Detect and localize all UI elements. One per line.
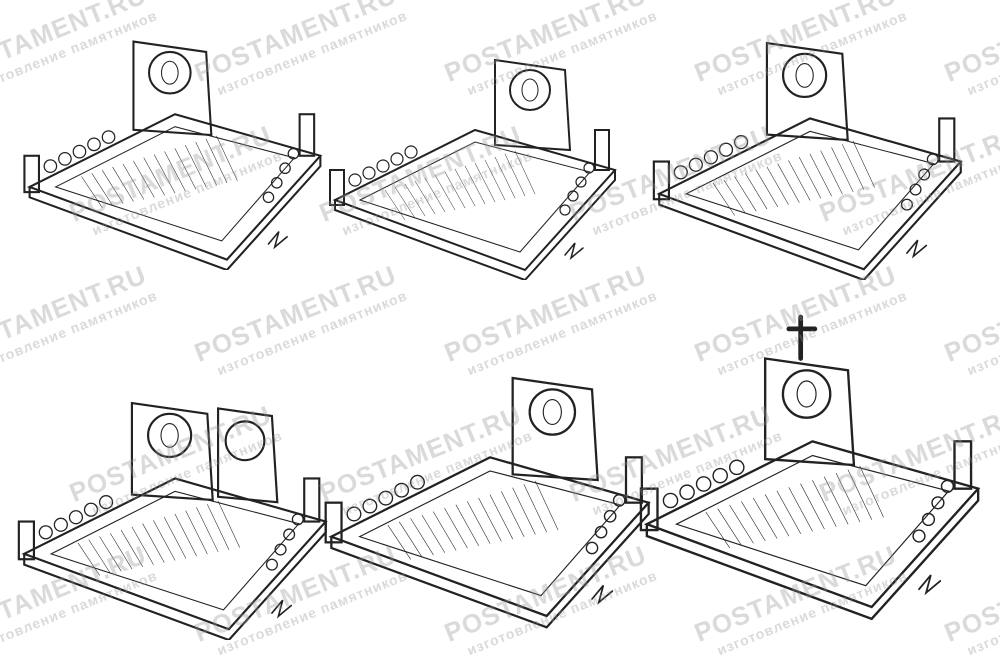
monument-design-3 xyxy=(625,0,995,282)
monument-design-4 xyxy=(10,360,340,642)
artist-signature xyxy=(267,231,288,250)
fence-post xyxy=(624,456,644,504)
stele xyxy=(511,376,599,482)
stele xyxy=(130,401,214,502)
fence-post xyxy=(17,520,36,561)
medallion xyxy=(509,69,551,111)
fence-post xyxy=(303,477,321,523)
medallion xyxy=(781,369,832,419)
monument-design-5 xyxy=(320,330,660,630)
fence-post xyxy=(639,487,659,532)
fence-post xyxy=(594,129,610,171)
fence-post xyxy=(23,154,40,194)
inner-border xyxy=(674,454,950,587)
inner-border xyxy=(684,130,935,251)
monument-design-2 xyxy=(305,20,645,282)
monument-design-6 xyxy=(635,300,990,630)
monument-design-1 xyxy=(10,0,340,272)
medallion xyxy=(782,52,828,98)
artist-signature xyxy=(591,584,614,605)
cross xyxy=(786,314,818,361)
fence-post xyxy=(298,113,316,157)
inner-border xyxy=(54,126,296,242)
inner-border xyxy=(358,141,591,253)
fence-post xyxy=(652,160,670,201)
fence-post xyxy=(329,169,345,206)
artist-signature xyxy=(918,574,942,596)
artist-signature xyxy=(906,239,928,259)
fence-post xyxy=(324,501,343,544)
stele xyxy=(763,357,856,467)
medallion xyxy=(148,50,192,95)
artist-signature xyxy=(564,242,584,261)
artist-signature xyxy=(271,599,293,619)
fence-post xyxy=(938,117,956,163)
watermark-title: POSTAMENT.RU xyxy=(0,259,151,368)
stele xyxy=(765,41,849,142)
stele xyxy=(494,58,572,152)
fence-post xyxy=(953,440,973,490)
medallion xyxy=(147,412,193,458)
inner-border xyxy=(49,490,300,611)
inner-border xyxy=(358,470,622,597)
medallion xyxy=(528,388,577,436)
stele xyxy=(132,40,213,137)
